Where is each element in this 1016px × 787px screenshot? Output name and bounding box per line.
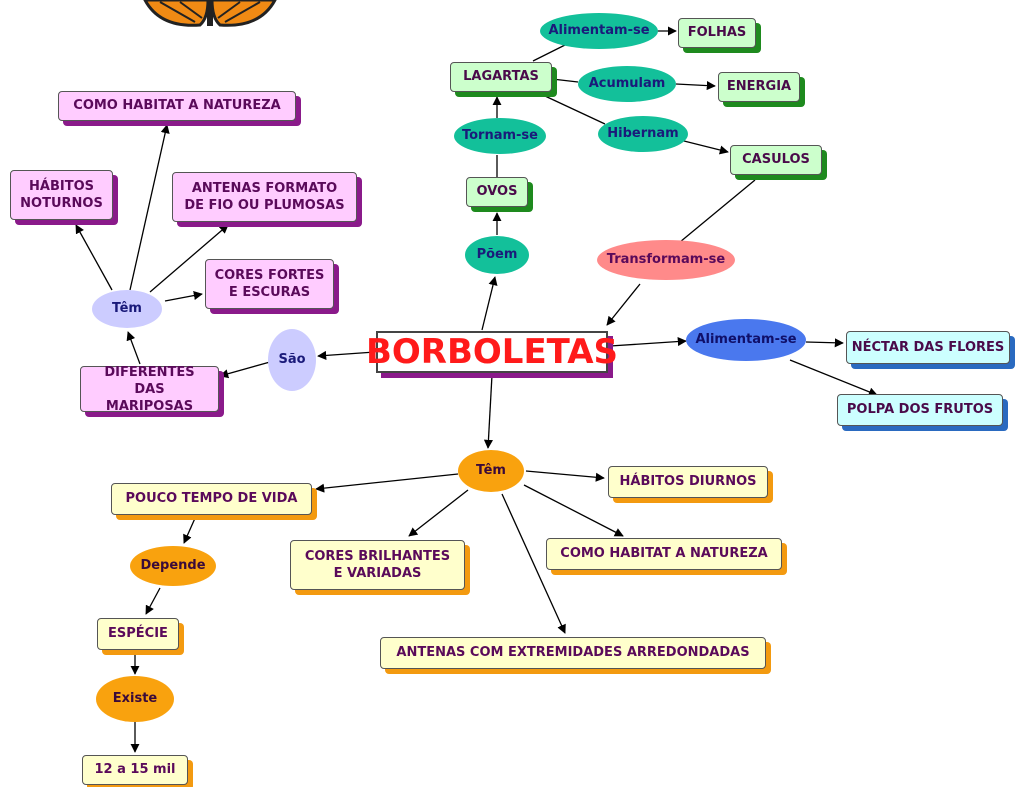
edge-tem-antenas-arred	[501, 493, 566, 634]
edge-tem-pouco	[315, 473, 459, 493]
edge-alimentam-nectar	[805, 338, 844, 348]
node-habitat-natureza-top[interactable]: COMO HABITAT A NATUREZA	[58, 91, 296, 121]
node-label: ANTENAS FORMATO DE FIO OU PLUMOSAS	[184, 181, 345, 213]
node-cores-fortes-escuras[interactable]: CORES FORTES E ESCURAS	[205, 259, 334, 309]
edge-central-alimentam	[609, 336, 687, 347]
link-sao[interactable]: São	[268, 329, 316, 391]
link-alimentam-se-right[interactable]: Alimentam-se	[686, 319, 806, 361]
link-alimentam-se-top[interactable]: Alimentam-se	[540, 13, 658, 49]
edge-tem-antenas	[149, 224, 229, 293]
edge-central-poem	[481, 276, 498, 331]
node-energia[interactable]: ENERGIA	[718, 72, 800, 102]
node-label: HÁBITOS NOTURNOS	[20, 179, 103, 211]
node-habitos-noturnos[interactable]: HÁBITOS NOTURNOS	[10, 170, 113, 220]
edge-hibernam-casulos	[679, 139, 729, 155]
edge-lagartas-alimentam	[532, 44, 566, 62]
link-hibernam[interactable]: Hibernam	[598, 116, 688, 152]
edge-tem-habitat	[129, 124, 170, 291]
node-lagartas[interactable]: LAGARTAS	[450, 62, 552, 92]
node-antenas-fio-plumosas[interactable]: ANTENAS FORMATO DE FIO OU PLUMOSAS	[172, 172, 357, 222]
node-pouco-tempo-de-vida[interactable]: POUCO TEMPO DE VIDA	[111, 483, 312, 515]
node-antenas-extremidades-arredondadas[interactable]: ANTENAS COM EXTREMIDADES ARREDONDADAS	[380, 637, 766, 669]
node-habitat-natureza-bottom[interactable]: COMO HABITAT A NATUREZA	[546, 538, 782, 570]
edge-tem-diurnos	[525, 470, 605, 482]
node-especie[interactable]: ESPÉCIE	[97, 618, 179, 650]
edge-tem-cores	[164, 291, 203, 302]
link-tem-bottom[interactable]: Têm	[458, 450, 524, 492]
edge-mariposas-tem	[126, 331, 141, 365]
edge-tem-habitos	[75, 224, 113, 291]
link-existe[interactable]: Existe	[96, 676, 174, 722]
edge-casulos-transformam	[679, 179, 756, 243]
butterfly-wings-icon	[143, 0, 277, 27]
node-label: CORES BRILHANTES E VARIADAS	[304, 549, 451, 581]
edge-lagartas-hibernam	[544, 95, 606, 125]
edge-acumulam-energia	[675, 81, 716, 91]
edge-pouco-depende	[183, 515, 197, 544]
edge-transformam-central	[606, 283, 641, 326]
link-tornam-se[interactable]: Tornam-se	[454, 118, 546, 154]
edge-central-sao	[317, 350, 376, 360]
node-cores-brilhantes-variadas[interactable]: CORES BRILHANTES E VARIADAS	[290, 540, 465, 590]
node-casulos[interactable]: CASULOS	[730, 145, 822, 175]
edge-lagartas-acumulam	[551, 78, 579, 83]
node-ovos[interactable]: OVOS	[466, 177, 528, 207]
link-tem-left[interactable]: Têm	[92, 290, 162, 328]
link-transformam-se[interactable]: Transformam-se	[597, 240, 735, 280]
node-polpa-dos-frutos[interactable]: POLPA DOS FRUTOS	[837, 394, 1003, 426]
node-label: DIFERENTES DAS MARIPOSAS	[104, 364, 195, 414]
node-diferentes-das-mariposas[interactable]: DIFERENTES DAS MARIPOSAS	[80, 364, 219, 414]
link-depende[interactable]: Depende	[130, 546, 216, 586]
node-nectar-das-flores[interactable]: NÉCTAR DAS FLORES	[846, 331, 1010, 364]
node-label: CORES FORTES E ESCURAS	[214, 268, 325, 300]
central-topic-borboletas[interactable]: BORBOLETAS	[365, 331, 619, 373]
edge-sao-mariposas	[219, 361, 271, 379]
edge-tem-cores-brilhantes	[408, 489, 469, 537]
edge-depende-especie	[145, 587, 161, 615]
edge-tem-habitat-bottom	[523, 484, 624, 537]
edge-alimentam-polpa	[789, 359, 878, 397]
node-habitos-diurnos[interactable]: HÁBITOS DIURNOS	[608, 466, 768, 498]
edge-central-tem	[483, 374, 493, 449]
link-acumulam[interactable]: Acumulam	[578, 66, 676, 102]
link-poem[interactable]: Põem	[465, 236, 529, 274]
node-12-a-15-mil[interactable]: 12 a 15 mil	[82, 755, 188, 785]
node-folhas[interactable]: FOLHAS	[678, 18, 756, 48]
